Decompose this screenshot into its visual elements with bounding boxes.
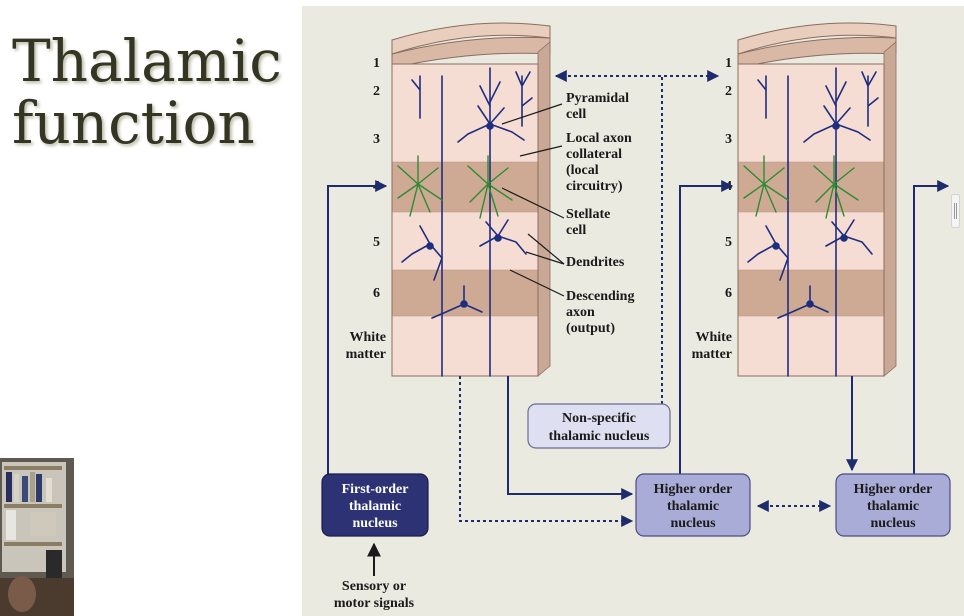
higher-order-thalamic-box-1: Higher order thalamic nucleus: [635, 473, 751, 537]
left-layer-3: 3: [373, 132, 380, 147]
non-specific-label-line1: Non-specific: [562, 411, 636, 426]
left-layer-2: 2: [373, 84, 380, 99]
local-axon-label-line4: circuitry): [566, 179, 623, 194]
pyramidal-label-line1: Pyramidal: [566, 91, 629, 106]
callout-descending-axon: Descending axon (output): [566, 289, 634, 336]
cortex-thalamus-figure: 1 2 3 4 5 6 1 2 3 4 5 6 White matter Whi…: [302, 6, 964, 616]
higher-order-2-label-line3: nucleus: [870, 516, 916, 531]
local-axon-label-line3: (local: [566, 163, 599, 178]
connection-arrows: [327, 70, 950, 576]
sensory-signals-label: Sensory or motor signals: [334, 579, 415, 611]
right-layer-1: 1: [725, 56, 732, 71]
dendrites-label: Dendrites: [566, 255, 625, 270]
descending-label-line1: Descending: [566, 289, 634, 304]
non-specific-label-line2: thalamic nucleus: [549, 429, 650, 444]
right-cortex-block: [737, 22, 897, 377]
descending-label-line2: axon: [566, 305, 595, 320]
callout-dendrites: Dendrites: [566, 255, 625, 270]
higher-order-1-label-line1: Higher order: [654, 482, 733, 497]
non-specific-thalamic-box: Non-specific thalamic nucleus: [527, 403, 671, 449]
higher-order-1-label-line2: thalamic: [667, 499, 719, 514]
left-layer-numbers: 1 2 3 4 5 6: [373, 56, 380, 301]
scroll-handle[interactable]: [951, 194, 960, 228]
left-layer-1: 1: [373, 56, 380, 71]
descending-label-line3: (output): [566, 321, 615, 336]
callout-local-axon: Local axon collateral (local circuitry): [566, 131, 632, 194]
first-order-label-line2: thalamic: [349, 499, 401, 514]
local-axon-label-line2: collateral: [566, 147, 622, 162]
webcam-thumbnail: [0, 458, 74, 616]
callout-leaders: [501, 103, 565, 297]
left-layer-6: 6: [373, 286, 380, 301]
right-layer-6: 6: [725, 286, 732, 301]
right-layer-numbers: 1 2 3 4 5 6: [725, 56, 732, 301]
slide-title-line2: function: [12, 89, 255, 157]
stellate-label-line2: cell: [566, 223, 586, 238]
local-axon-label-line1: Local axon: [566, 131, 632, 146]
slide-title: Thalamic function: [12, 30, 282, 154]
slide-title-line1: Thalamic: [12, 27, 282, 95]
right-white-matter-label-line1: White: [695, 330, 732, 345]
left-layer-5: 5: [373, 235, 380, 250]
first-order-label-line3: nucleus: [352, 516, 398, 531]
callout-stellate: Stellate cell: [566, 207, 610, 238]
left-white-matter-label-line2: matter: [346, 347, 386, 362]
first-order-thalamic-box: First-order thalamic nucleus: [321, 473, 429, 537]
right-layer-5: 5: [725, 235, 732, 250]
left-white-matter-label-line1: White: [349, 330, 386, 345]
right-stellate-cells: [743, 155, 859, 219]
sensory-label-line1: Sensory or: [342, 579, 406, 594]
right-layer-3: 3: [725, 132, 732, 147]
sensory-label-line2: motor signals: [334, 596, 415, 611]
stellate-label-line1: Stellate: [566, 207, 610, 222]
callout-pyramidal: Pyramidal cell: [566, 91, 629, 122]
right-layer-2: 2: [725, 84, 732, 99]
higher-order-2-label-line2: thalamic: [867, 499, 919, 514]
left-stellate-cells: [397, 155, 513, 219]
higher-order-thalamic-box-2: Higher order thalamic nucleus: [835, 473, 951, 537]
higher-order-2-label-line1: Higher order: [854, 482, 933, 497]
left-cortex-block: [391, 22, 551, 377]
right-neurons: [747, 67, 879, 377]
right-white-matter-label-line2: matter: [692, 347, 732, 362]
left-neurons: [401, 67, 533, 377]
first-order-label-line1: First-order: [342, 482, 409, 497]
figure-svg: 1 2 3 4 5 6 1 2 3 4 5 6 White matter Whi…: [321, 22, 951, 611]
pyramidal-label-line2: cell: [566, 107, 586, 122]
higher-order-1-label-line3: nucleus: [670, 516, 716, 531]
